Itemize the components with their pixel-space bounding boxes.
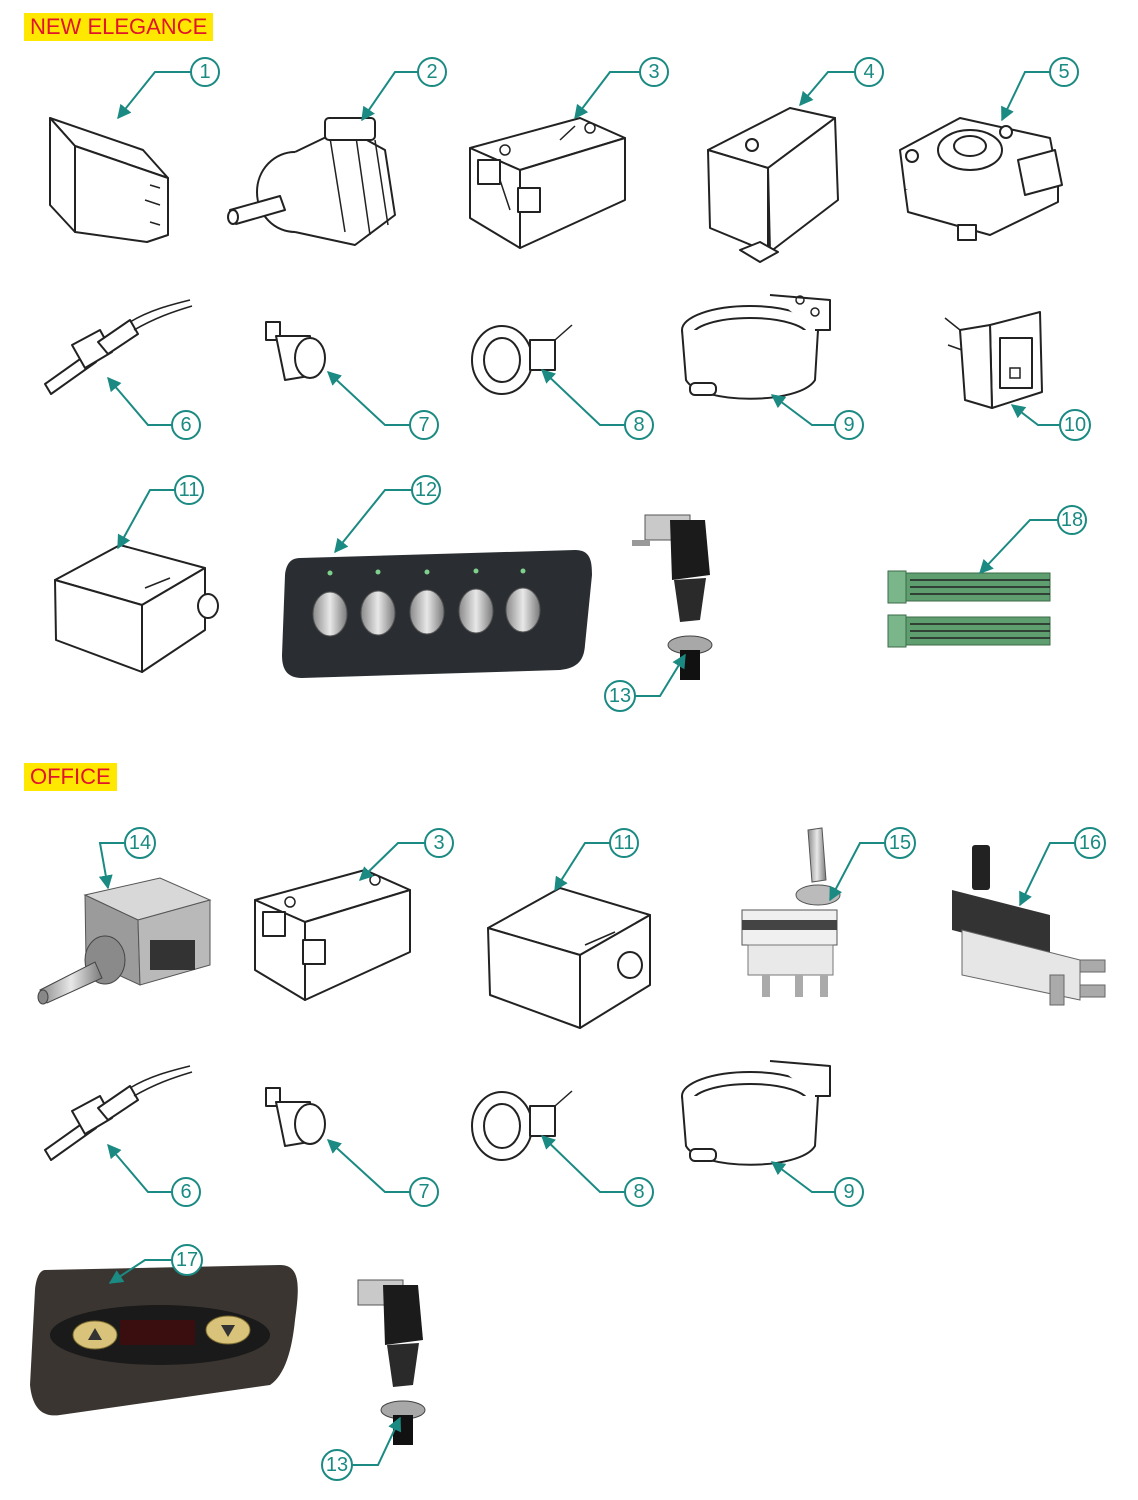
part-13-pressure-switch-office	[357, 1279, 426, 1445]
callout-7-label: 7	[418, 414, 429, 436]
callout-9-office: 9	[834, 1177, 864, 1207]
callout-1-label: 1	[199, 61, 210, 83]
callout-10-label: 10	[1064, 414, 1086, 436]
callout-13-office: 13	[321, 1449, 353, 1481]
callout-6-office-label: 6	[180, 1181, 191, 1203]
callout-8-office: 8	[624, 1177, 654, 1207]
callout-8-office-label: 8	[633, 1181, 644, 1203]
callout-11-office: 11	[609, 828, 639, 858]
callout-3-label: 3	[648, 61, 659, 83]
callout-3-office: 3	[424, 828, 454, 858]
part-3-relay	[469, 117, 626, 249]
callout-16-office-label: 16	[1079, 832, 1101, 854]
part-6-probe-office	[44, 1065, 193, 1161]
callout-15-office-label: 15	[889, 832, 911, 854]
part-17-display-panel	[30, 1265, 298, 1416]
part-14-selector-switch	[37, 877, 212, 1005]
callout-7: 7	[409, 410, 439, 440]
callout-17-office: 17	[171, 1244, 203, 1276]
callout-9-office-label: 9	[843, 1181, 854, 1203]
part-4-pressure-switch	[707, 107, 839, 263]
callout-1: 1	[190, 57, 220, 87]
part-9-band-heater-office	[681, 1060, 831, 1166]
callout-9-label: 9	[843, 414, 854, 436]
part-9-band-heater	[681, 294, 831, 400]
callout-18-label: 18	[1061, 509, 1083, 531]
callout-2: 2	[417, 57, 447, 87]
part-8-thermostat-office	[471, 1090, 573, 1161]
section-label-office: OFFICE	[24, 763, 117, 791]
part-2-rotary-switch	[227, 117, 396, 246]
callout-6: 6	[171, 410, 201, 440]
part-11-capacitor	[54, 544, 219, 673]
part-6-probe	[44, 299, 193, 395]
callout-8-label: 8	[633, 414, 644, 436]
leader-lines	[98, 71, 1075, 1466]
callout-14-office: 14	[124, 827, 156, 859]
callout-4-label: 4	[863, 61, 874, 83]
callout-11-label: 11	[179, 479, 200, 501]
part-3-relay-office	[254, 869, 411, 1001]
part-16-micro-switch	[952, 845, 1106, 1006]
callout-14-office-label: 14	[129, 832, 151, 854]
callout-10: 10	[1059, 409, 1091, 441]
part-7-lamp	[265, 321, 326, 381]
part-10-rocker-switch	[944, 311, 1043, 409]
callout-13-label: 13	[609, 685, 631, 707]
part-12-keypad	[282, 550, 592, 678]
callout-16-office: 16	[1074, 827, 1106, 859]
callout-4: 4	[854, 57, 884, 87]
part-11-capacitor-office	[487, 887, 651, 1029]
callout-7-office: 7	[409, 1177, 439, 1207]
callout-11-office-label: 11	[614, 832, 635, 854]
part-13-pressure-switch	[632, 514, 713, 680]
callout-11: 11	[174, 475, 204, 505]
callout-8: 8	[624, 410, 654, 440]
part-5-flowmeter	[899, 117, 1063, 241]
callout-18: 18	[1057, 505, 1087, 535]
callout-7-office-label: 7	[418, 1181, 429, 1203]
part-7-lamp-office	[265, 1087, 326, 1147]
part-1-filter-box	[49, 117, 169, 243]
callout-17-office-label: 17	[176, 1249, 198, 1271]
callout-13-office-label: 13	[326, 1454, 348, 1476]
callout-13: 13	[604, 680, 636, 712]
part-15-toggle-switch	[741, 827, 841, 997]
callout-2-label: 2	[426, 61, 437, 83]
callout-3: 3	[639, 57, 669, 87]
callout-12-label: 12	[415, 479, 437, 501]
section-label-new-elegance: NEW ELEGANCE	[24, 13, 214, 41]
callout-9: 9	[834, 410, 864, 440]
callout-5-label: 5	[1058, 61, 1069, 83]
callout-6-label: 6	[180, 414, 191, 436]
callout-6-office: 6	[171, 1177, 201, 1207]
callout-12: 12	[411, 475, 441, 505]
part-18-ribbon-cables	[887, 570, 1051, 648]
callout-15-office: 15	[884, 827, 916, 859]
callout-5: 5	[1049, 57, 1079, 87]
callout-3-office-label: 3	[433, 832, 444, 854]
part-8-thermostat	[471, 324, 573, 395]
